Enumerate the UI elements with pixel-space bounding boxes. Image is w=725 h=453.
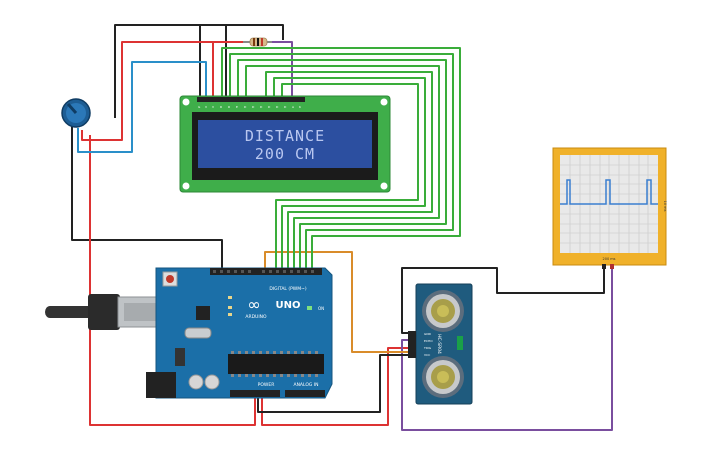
oscilloscope-probe-pos[interactable] [610, 264, 614, 269]
svg-text:R: R [220, 105, 222, 109]
wire-green-5[interactable] [265, 71, 433, 270]
wire-black-top-1[interactable] [71, 120, 223, 270]
power-jack[interactable] [146, 372, 176, 398]
analog-header[interactable] [285, 390, 325, 397]
svg-text:G: G [198, 105, 201, 109]
atmega-chip [228, 354, 324, 374]
sensor-pin-vcc: VCC [424, 353, 430, 357]
wire-purple-scope[interactable] [401, 268, 613, 431]
wire-black-gnd[interactable] [257, 354, 408, 413]
svg-text:K: K [299, 105, 302, 109]
wire-red-pot[interactable] [81, 41, 214, 141]
wire-green-3[interactable] [237, 59, 447, 270]
svg-text:D: D [276, 105, 279, 109]
on-label: ON [318, 306, 324, 311]
analog-label: ANALOG IN [293, 382, 318, 388]
oscilloscope[interactable]: 10 ms 200 ms [552, 147, 667, 269]
power-label: POWER [258, 382, 275, 388]
arduino-brand: ARDUINO [245, 314, 267, 320]
wire-green-7[interactable] [275, 83, 419, 270]
usb-cable[interactable] [45, 294, 163, 330]
wire-black-scope[interactable] [401, 267, 605, 334]
svg-text:V: V [205, 105, 208, 109]
wire-black-top-4[interactable] [226, 24, 284, 40]
wire-green-6[interactable] [273, 77, 426, 270]
svg-text:D: D [244, 105, 247, 109]
sensor-pin-gnd: GND [424, 332, 432, 336]
sensor-pin-trig: TRIG [423, 346, 432, 350]
lcd-line-1: DISTANCE [245, 127, 325, 145]
power-header[interactable] [230, 390, 280, 397]
svg-text:D: D [260, 105, 263, 109]
oscilloscope-side-label: 10 ms [663, 201, 667, 212]
wire-blue-pot[interactable] [77, 61, 207, 153]
wire-black-top-2[interactable] [114, 24, 201, 118]
oscilloscope-trace [560, 179, 658, 205]
sensor-pins: GND ECHO TRIG VCC [423, 332, 433, 357]
arduino-logo-icon: ∞ [247, 295, 260, 314]
svg-text:E: E [236, 105, 238, 109]
on-led [307, 306, 312, 310]
arduino-model: UNO [276, 300, 301, 311]
wire-green-2[interactable] [229, 53, 454, 270]
svg-text:D: D [284, 105, 287, 109]
wire-red-vcc[interactable] [89, 135, 256, 426]
digital-header[interactable] [210, 268, 322, 275]
potentiometer[interactable] [61, 98, 91, 128]
digital-label: DIGITAL (PWM~) [269, 286, 307, 292]
svg-text:A: A [292, 105, 295, 109]
wire-green-4[interactable] [245, 65, 440, 270]
sensor-name: HC-SR04 [436, 334, 442, 354]
sensor-pin-echo: ECHO [424, 339, 433, 343]
oscilloscope-bottom-label: 200 ms [602, 257, 615, 261]
svg-text:V: V [212, 105, 215, 109]
wires [71, 24, 613, 431]
svg-text:D: D [252, 105, 255, 109]
oscilloscope-probe-neg[interactable] [602, 264, 606, 269]
resistor[interactable] [243, 37, 272, 47]
lcd-header-pins [197, 97, 305, 102]
ultrasonic-sensor[interactable]: HC-SR04 GND ECHO TRIG VCC [408, 283, 473, 405]
arduino-uno: DIGITAL (PWM~) ∞ UNO ARDUINO ON [146, 267, 333, 399]
lcd-line-2: 200 CM [255, 145, 315, 163]
wire-orange[interactable] [264, 251, 408, 353]
svg-text:D: D [268, 105, 271, 109]
svg-text:R: R [228, 105, 230, 109]
wire-red-sensor[interactable] [261, 347, 408, 426]
wire-green-1[interactable] [221, 47, 461, 270]
